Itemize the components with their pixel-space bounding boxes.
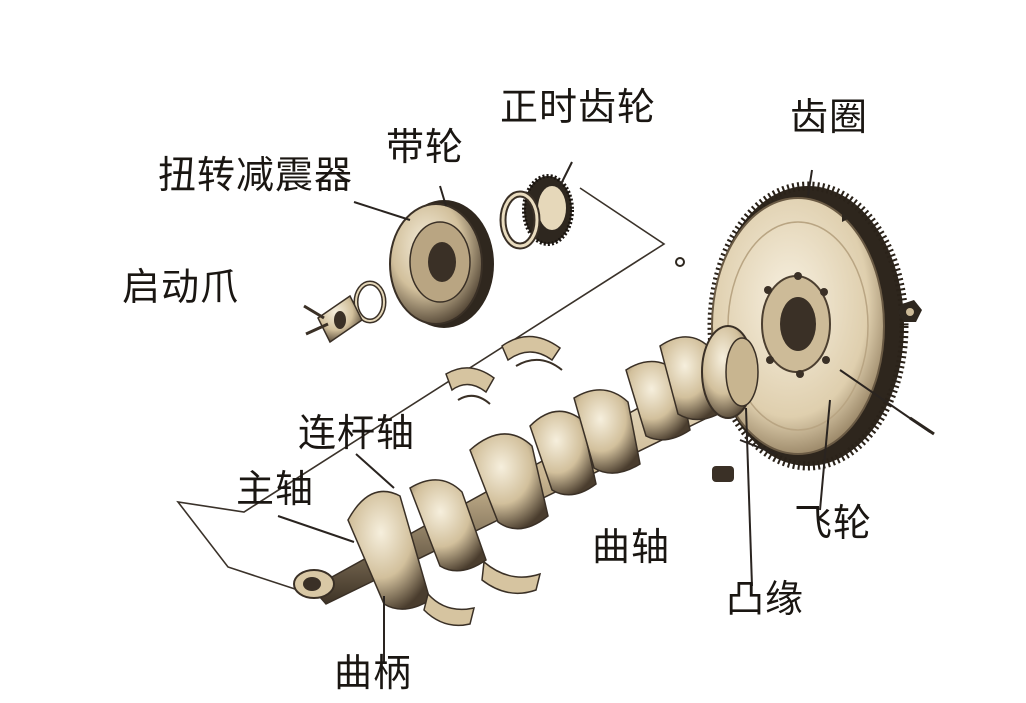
label-ring-gear: 齿圈 <box>790 95 869 139</box>
label-flywheel: 飞轮 <box>794 501 873 545</box>
label-crankshaft: 曲轴 <box>592 525 671 569</box>
starter-claw-part <box>303 280 387 344</box>
timing-gear-part <box>499 174 574 250</box>
label-flange: 凸缘 <box>726 577 805 621</box>
label-torsional-damper: 扭转减震器 <box>158 153 354 197</box>
leader-lines <box>277 161 931 662</box>
label-starter-claw: 启动爪 <box>122 265 240 309</box>
bearing-shells <box>423 335 563 627</box>
label-timing-gear: 正时齿轮 <box>500 85 657 129</box>
label-crank-arm: 曲柄 <box>334 651 413 695</box>
pulley-damper-part <box>389 200 494 328</box>
flywheel-part <box>707 181 909 471</box>
assembly-outline <box>176 187 666 591</box>
label-crankpin: 连杆轴 <box>298 411 416 455</box>
label-pulley: 带轮 <box>386 125 465 169</box>
crankshaft-part <box>293 325 759 610</box>
label-main-journal: 主轴 <box>236 467 315 511</box>
